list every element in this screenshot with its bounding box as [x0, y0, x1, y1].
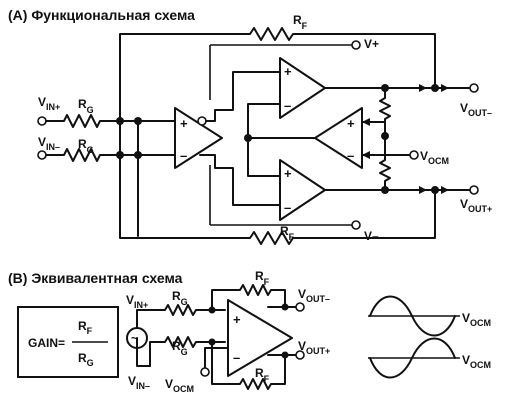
feedback-resistor-top	[119, 27, 436, 119]
rf-bottom-label: RF	[280, 224, 295, 242]
output-amplifier-bottom	[279, 159, 326, 221]
equiv-feedback-resistor-bottom	[211, 341, 286, 390]
input-minus-wire	[37, 148, 176, 162]
supply-minus-label: V–	[364, 229, 379, 243]
vin-minus-label: VIN–	[38, 135, 60, 152]
divider-resistor-bottom	[379, 149, 391, 191]
gain-denominator: RG	[78, 351, 94, 368]
equiv-amp-plus: +	[233, 312, 241, 327]
waveform-top-label: VOCM	[462, 311, 491, 328]
waveform-top	[368, 295, 460, 337]
equivalent-amplifier	[227, 299, 293, 377]
vin-plus-label: VIN+	[38, 95, 60, 112]
waveform-bottom-label: VOCM	[462, 353, 491, 370]
divider-resistor-top	[379, 87, 391, 123]
bottom-amp-minus: –	[284, 200, 291, 215]
cm-amp-plus: +	[347, 116, 355, 131]
equiv-vin-minus-label: VIN–	[128, 374, 150, 391]
equiv-feedback-resistor-top	[211, 284, 286, 311]
rg-bottom-label: RG	[78, 137, 94, 155]
equiv-vocm-wire	[204, 347, 229, 369]
top-amp-plus: +	[284, 64, 292, 79]
gain-label: GAIN=	[28, 336, 65, 350]
input-amp-minus: –	[180, 148, 187, 163]
input-plus-wire	[37, 114, 176, 128]
feedback-resistor-bottom	[119, 117, 436, 245]
equiv-vin-plus-label: VIN+	[126, 293, 148, 310]
gain-numerator: RF	[78, 319, 93, 336]
equiv-vout-plus-label: VOUT+	[298, 339, 330, 356]
equiv-input-plus-wire	[136, 304, 226, 329]
equiv-input-minus-wire	[149, 336, 226, 367]
vout-minus-label: VOUT–	[460, 101, 492, 118]
rg-top-label: RG	[78, 97, 94, 115]
vocm-label: VOCM	[420, 149, 449, 166]
top-amp-minus: –	[284, 98, 291, 113]
rf-top-label: RF	[293, 13, 308, 31]
junction-dots	[116, 84, 439, 194]
bottom-amp-plus: +	[284, 166, 292, 181]
equiv-vocm-label: VOCM	[165, 377, 194, 394]
section-a-title: (A) Функциональная схема	[8, 7, 195, 23]
cm-amp-minus: –	[347, 148, 354, 163]
output-amplifier-top	[279, 57, 326, 119]
common-mode-amplifier	[314, 107, 363, 169]
equiv-rf-bottom-label: RF	[255, 366, 270, 384]
equiv-rf-top-label: RF	[255, 269, 270, 287]
equiv-rg-bottom-label: RG	[172, 339, 188, 357]
supply-plus-label: V+	[364, 37, 379, 51]
supply-minus-rail	[209, 165, 361, 230]
equiv-vout-minus-label: VOUT–	[298, 287, 330, 304]
source-symbol: ~	[131, 331, 138, 345]
equiv-amp-minus: –	[233, 350, 240, 365]
equiv-junction-dots	[208, 303, 289, 359]
equiv-rg-top-label: RG	[172, 289, 188, 307]
section-b-title: (B) Эквивалентная схема	[8, 270, 183, 286]
supply-plus-rail	[209, 40, 361, 100]
input-amp-plus: +	[180, 116, 188, 131]
waveform-bottom	[368, 337, 460, 379]
input-amp-inverting-output	[197, 116, 207, 126]
vout-plus-label: VOUT+	[460, 197, 492, 214]
